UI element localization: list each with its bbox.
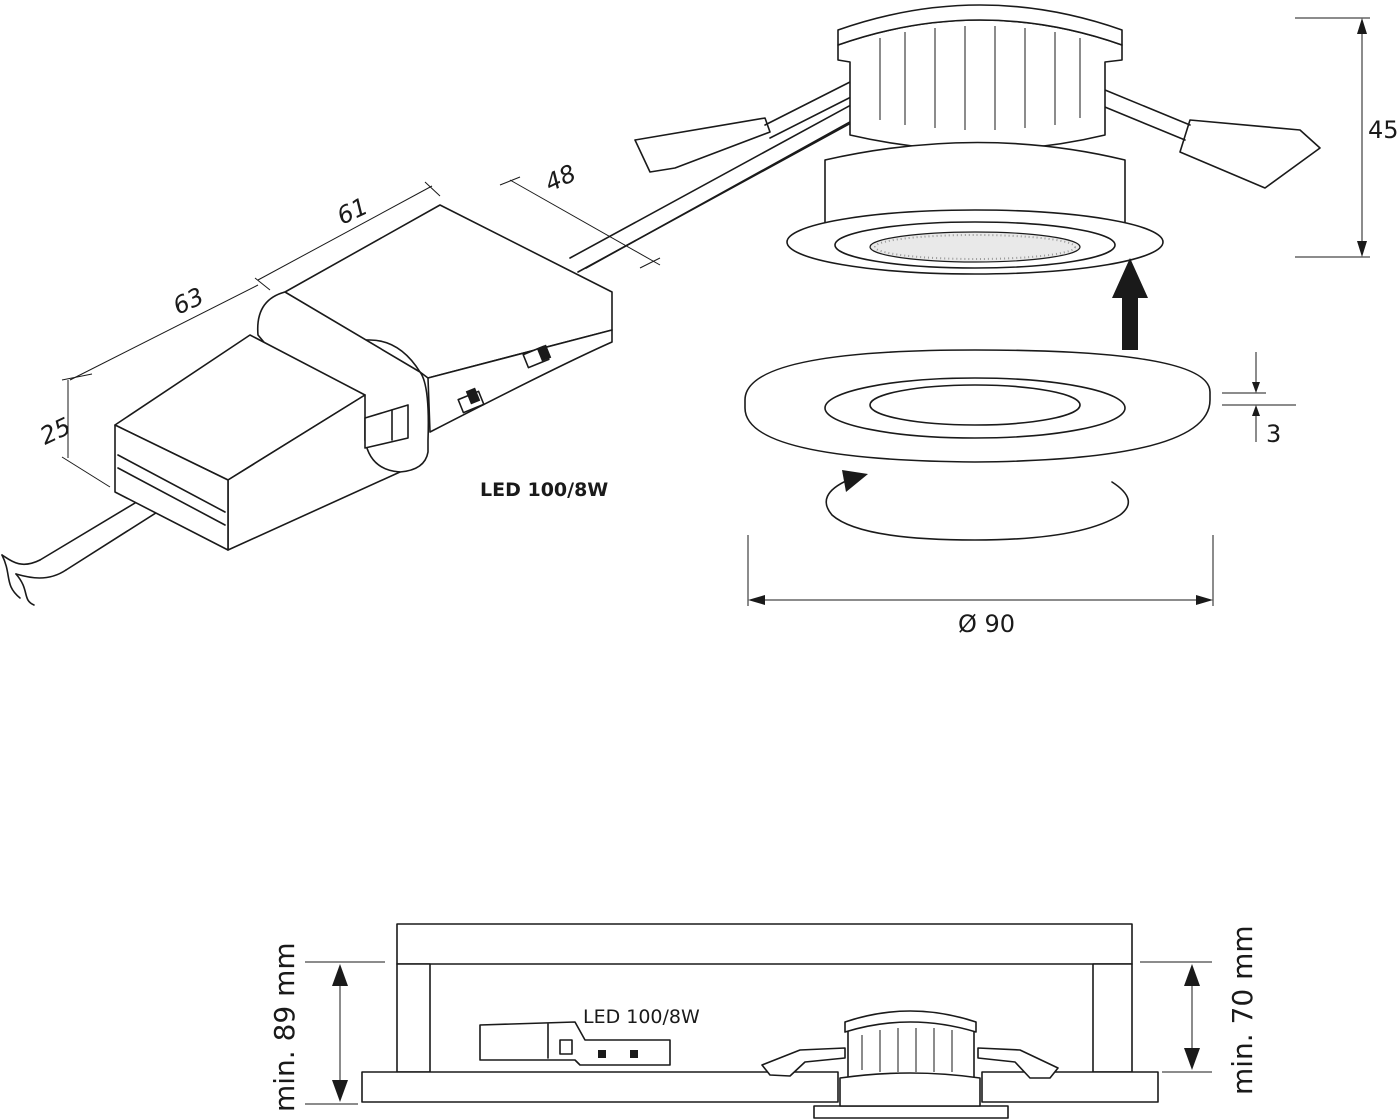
- right-depth-dimension: [1140, 961, 1212, 1073]
- driver-dimension-lines: [61, 176, 661, 488]
- dim-driver-height: 25: [36, 412, 76, 450]
- driver-model-section-label: LED 100/8W: [583, 1006, 700, 1028]
- led-spot: [634, 4, 1321, 275]
- dim-spot-height: 45: [1368, 116, 1399, 144]
- dim-ring-thickness: 3: [1266, 420, 1281, 448]
- dim-driver-length: 63: [169, 282, 209, 320]
- dim-cable-offset: 48: [541, 159, 581, 197]
- insert-arrow-icon: [1112, 258, 1148, 350]
- ring-thickness-dimension: [1222, 352, 1296, 442]
- decor-ring: [744, 349, 1211, 463]
- rotate-arrow-icon: [825, 470, 1130, 541]
- min-depth-right-label: min. 70 mm: [1226, 925, 1259, 1095]
- min-depth-left-label: min. 89 mm: [268, 942, 301, 1112]
- left-depth-dimension: [305, 961, 385, 1105]
- ring-diameter-dimension: [747, 535, 1214, 606]
- driver-model-label: LED 100/8W: [480, 479, 608, 501]
- dim-driver-width: 61: [333, 192, 373, 230]
- section-view: [361, 923, 1159, 1119]
- spot-height-dimension: [1295, 17, 1370, 258]
- led-driver: [1, 204, 613, 606]
- dim-ring-diameter: Ø 90: [958, 610, 1015, 638]
